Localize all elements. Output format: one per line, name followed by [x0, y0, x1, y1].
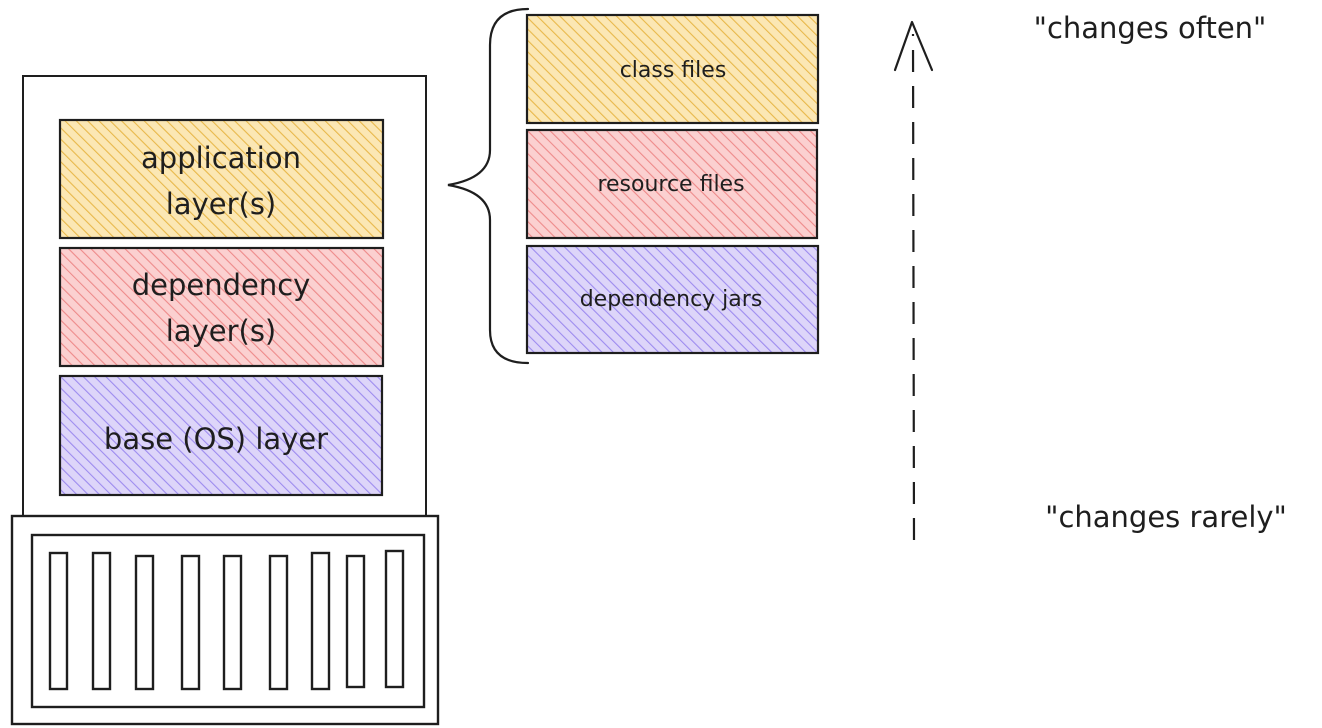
layer-dependency: dependency layer(s) [58, 246, 385, 368]
breakdown-dependency-jars: dependency jars [525, 244, 820, 355]
container-rib [134, 554, 155, 691]
container-rib [268, 554, 289, 691]
layer-application-label-line1: application [141, 141, 301, 175]
container-rib [222, 554, 243, 691]
breakdown-class-files: class files [525, 13, 820, 125]
curly-brace-icon [447, 7, 530, 365]
layer-application: application layer(s) [58, 118, 385, 240]
container-rib [384, 549, 405, 689]
breakdown-dependency-jars-box [525, 244, 820, 355]
container-rib [48, 551, 69, 691]
breakdown-resource-files: resource files [525, 128, 819, 240]
note-changes-often: "changes often" [1034, 11, 1267, 45]
layer-base: base (OS) layer [58, 374, 384, 497]
change-frequency-arrow [893, 20, 934, 541]
layer-application-box [58, 118, 385, 240]
container-inner [30, 533, 426, 709]
layer-dependency-label-line2: layer(s) [166, 314, 277, 348]
container-rib [310, 551, 331, 691]
layer-application-label-line2: layer(s) [166, 187, 277, 221]
layer-dependency-label-line1: dependency [132, 268, 311, 302]
breakdown-resource-files-label: resource files [597, 172, 744, 197]
breakdown-dependency-jars-label: dependency jars [580, 287, 763, 312]
layer-base-box [58, 374, 384, 497]
container-rib [345, 554, 366, 689]
breakdown-resource-files-box [525, 128, 819, 240]
container-rib [180, 554, 201, 691]
layer-base-label: base (OS) layer [104, 422, 328, 456]
container-rib [91, 551, 112, 691]
breakdown-class-files-label: class files [620, 58, 727, 83]
note-changes-rarely: "changes rarely" [1045, 500, 1287, 534]
dashed-arrow-line [911, 33, 916, 541]
breakdown-class-files-box [525, 13, 820, 125]
arrow-up-icon [893, 20, 934, 72]
shipping-container-icon [10, 514, 440, 726]
layer-dependency-box [58, 246, 385, 368]
